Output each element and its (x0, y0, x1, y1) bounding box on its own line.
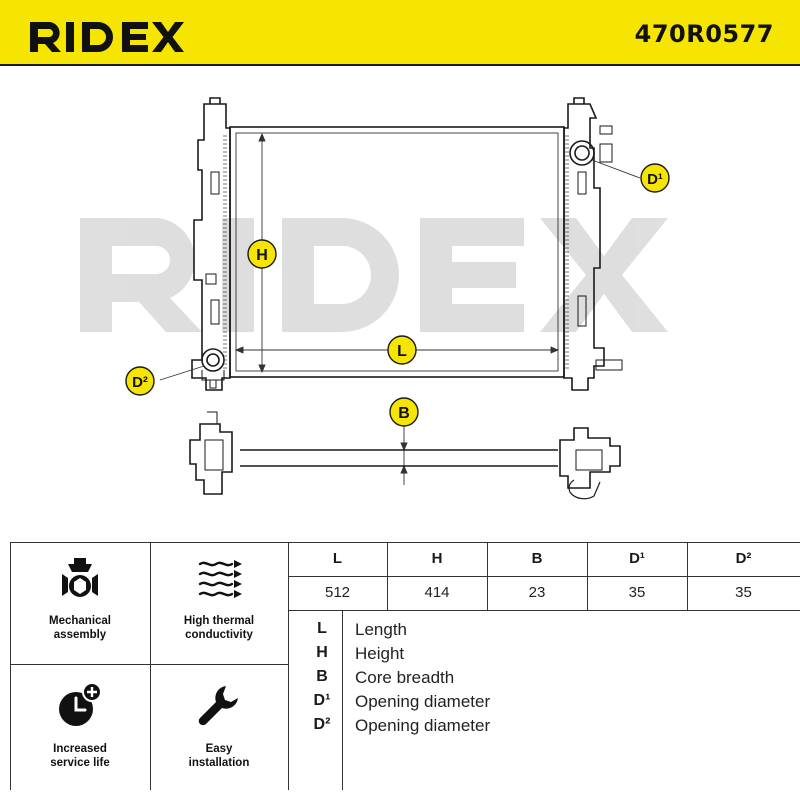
dim-header-b: B (531, 550, 543, 567)
dim-value-d1: 35 (628, 584, 646, 601)
header-bar: 470R0577 (0, 0, 800, 66)
divider (342, 610, 343, 790)
legend-symbol: D² (313, 716, 331, 733)
dim-header-d2: D² (735, 550, 752, 567)
dim-value-h: 414 (424, 584, 450, 601)
legend-text: Height (355, 644, 405, 663)
wrench-icon (198, 686, 238, 726)
dim-value-d2: 35 (735, 584, 752, 601)
legend-text: Opening diameter (355, 716, 491, 735)
info-panel: Mechanical assembly High thermal conduct… (10, 542, 800, 790)
divider (10, 664, 288, 665)
divider (10, 542, 11, 790)
callout-l: L (387, 335, 417, 365)
divider (587, 542, 588, 610)
heat-waves-icon (198, 560, 242, 598)
feature-mechanical-assembly: Mechanical assembly (10, 542, 150, 664)
dim-header-d1: D¹ (629, 550, 645, 567)
divider (150, 542, 151, 790)
callout-d2: D² (125, 366, 155, 396)
legend-symbol: H (316, 644, 328, 661)
radiator-top-view (189, 411, 621, 500)
divider (487, 542, 488, 610)
callout-d1: D¹ (640, 163, 670, 193)
divider (288, 576, 800, 577)
svg-text:B: B (398, 405, 410, 422)
svg-text:D¹: D¹ (647, 171, 663, 188)
feature-label: Increased service life (50, 743, 110, 769)
feature-easy-installation: Easy installation (150, 664, 288, 790)
callout-b: B (389, 397, 419, 427)
feature-high-thermal-conductivity: High thermal conductivity (150, 542, 288, 664)
divider (387, 542, 388, 610)
legend-symbol: L (317, 620, 327, 637)
dim-header-h: H (431, 550, 443, 567)
legend-symbol: D¹ (313, 692, 331, 709)
feature-label: High thermal conductivity (183, 615, 255, 641)
feature-label: Easy installation (188, 743, 250, 769)
divider (687, 542, 688, 610)
svg-text:L: L (397, 343, 407, 360)
divider (10, 542, 800, 543)
feature-increased-service-life: Increased service life (10, 664, 150, 790)
clock-plus-icon (59, 682, 102, 726)
divider (288, 610, 800, 611)
legend-text: Length (355, 620, 407, 639)
legend-symbol: B (316, 668, 328, 685)
dim-value-l: 512 (324, 584, 351, 601)
legend-text: Core breadth (355, 668, 455, 687)
ridex-logo (30, 22, 184, 52)
dim-value-b: 23 (528, 584, 546, 601)
mechanical-assembly-icon (62, 558, 98, 597)
ridex-watermark (80, 218, 668, 332)
svg-text:H: H (256, 247, 268, 264)
dim-header-l: L (332, 550, 343, 567)
legend-text: Opening diameter (355, 692, 491, 711)
svg-text:D²: D² (132, 374, 148, 391)
part-number: 470R0577 (634, 20, 774, 48)
feature-label: Mechanical assembly (49, 615, 111, 641)
radiator-front-view (191, 97, 623, 391)
radiator-drawing: H L B D¹ D² (80, 97, 670, 500)
divider (288, 542, 289, 790)
callout-h: H (247, 239, 277, 269)
